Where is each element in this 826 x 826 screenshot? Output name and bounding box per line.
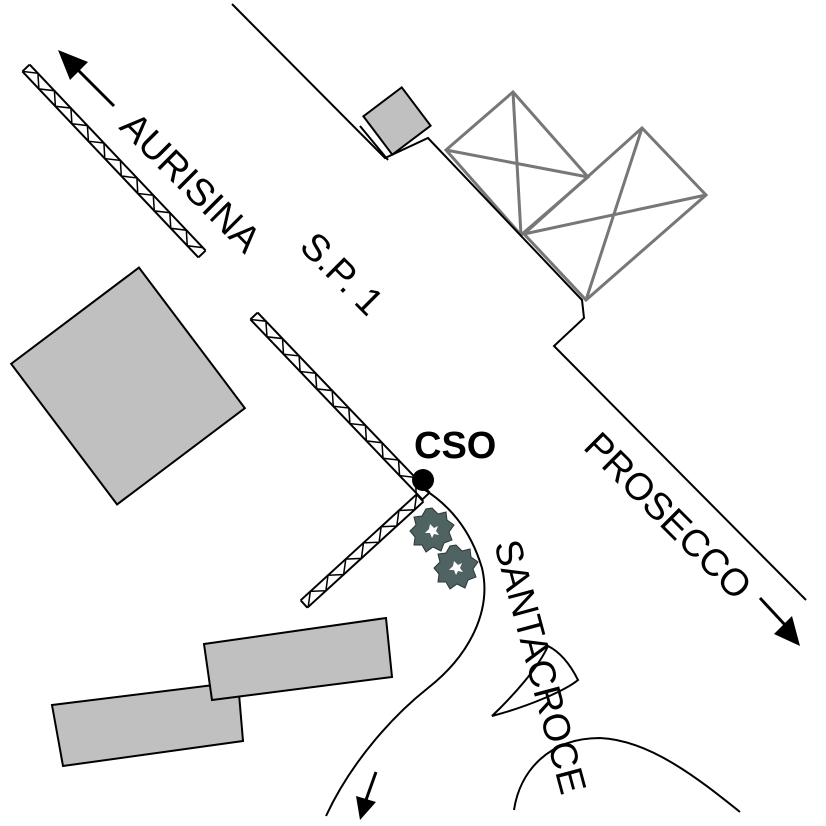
tree-icon <box>433 544 479 590</box>
hatched-building-west <box>443 89 591 238</box>
cso-label: CSO <box>414 425 496 467</box>
road-edge-santacroce <box>325 487 486 817</box>
retaining-wall-sp1 <box>249 311 431 501</box>
tree-icon <box>409 507 455 553</box>
label-sp1: S.P. 1 <box>292 225 391 324</box>
retaining-wall-south <box>299 493 425 609</box>
label-prosecco: PROSECCO <box>576 425 759 608</box>
road-edge-south-curve <box>513 736 741 813</box>
building-southwest-annex <box>202 616 394 702</box>
retaining-wall-aurisina <box>21 63 207 259</box>
arrow-prosecco-icon <box>758 596 800 646</box>
arrow-santacroce-icon <box>356 771 378 820</box>
traffic-island <box>491 644 580 717</box>
building-southwest <box>50 680 245 768</box>
building-small-north <box>361 85 433 157</box>
arrow-aurisina-icon <box>58 50 116 108</box>
cso-marker-icon <box>412 469 434 491</box>
road-edge-northeast-inner <box>359 125 389 161</box>
label-aurisina: AURISINA <box>112 105 269 262</box>
road-edge-north <box>231 3 807 601</box>
building-large-west <box>9 266 247 506</box>
hatched-building-east <box>521 125 709 303</box>
